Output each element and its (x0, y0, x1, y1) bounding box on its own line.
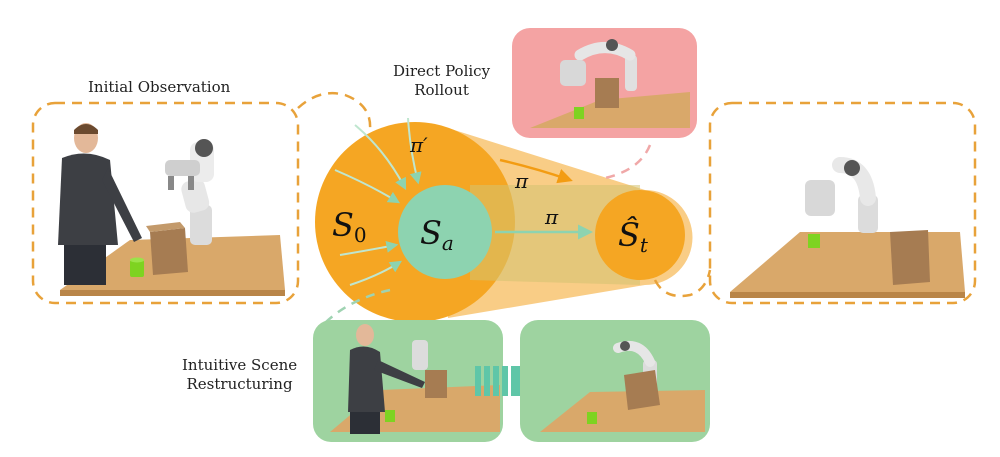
feasible-region-band (470, 185, 640, 285)
s0-label: S0 (332, 206, 367, 247)
robot-arm-icon (165, 139, 214, 245)
cardboard-box-icon (890, 230, 930, 285)
green-cup-icon (385, 410, 395, 422)
initial-observation-panel (31, 101, 300, 305)
cardboard-box-icon (624, 370, 660, 410)
pi-prime-arrows (334, 117, 422, 286)
initial-observation-label: Initial Observation (88, 78, 231, 96)
robot-arm-icon (412, 340, 428, 370)
achievable-state-circle (398, 185, 492, 279)
green-cup-icon (130, 257, 144, 277)
green-cup-icon (587, 412, 597, 424)
pi-prime-label: π′ (409, 133, 428, 157)
intuitive-scene-restructuring-label: Intuitive Scene Restructuring (182, 356, 298, 393)
target-state-circle (595, 190, 685, 280)
robot-arm-icon (805, 157, 878, 233)
restructuring-connector (317, 288, 391, 331)
pi-label-bottom: π (544, 205, 559, 229)
observation-connector (297, 91, 372, 131)
robot-arm-icon (560, 39, 637, 91)
restructuring-panel-2 (520, 320, 710, 442)
cardboard-box-icon (146, 222, 188, 275)
cardboard-box-icon (425, 370, 447, 398)
target-connector (653, 269, 712, 298)
goal-state-panel (708, 101, 977, 305)
direct-policy-rollout-label: Direct Policy Rollout (393, 62, 491, 99)
green-cup-icon (574, 107, 584, 119)
direct-policy-rollout-panel (512, 28, 697, 138)
restructuring-panel-1 (313, 320, 503, 442)
rollout-connector (604, 144, 652, 180)
sa-label: Sa (420, 214, 454, 255)
green-cup-icon (808, 234, 820, 248)
person-restructuring-icon (348, 324, 425, 434)
pi-label-top: π (514, 169, 529, 193)
person-observing-icon (58, 123, 142, 285)
st-label: Ŝt (618, 216, 649, 257)
pi-arrow-s0-to-st (499, 158, 573, 184)
